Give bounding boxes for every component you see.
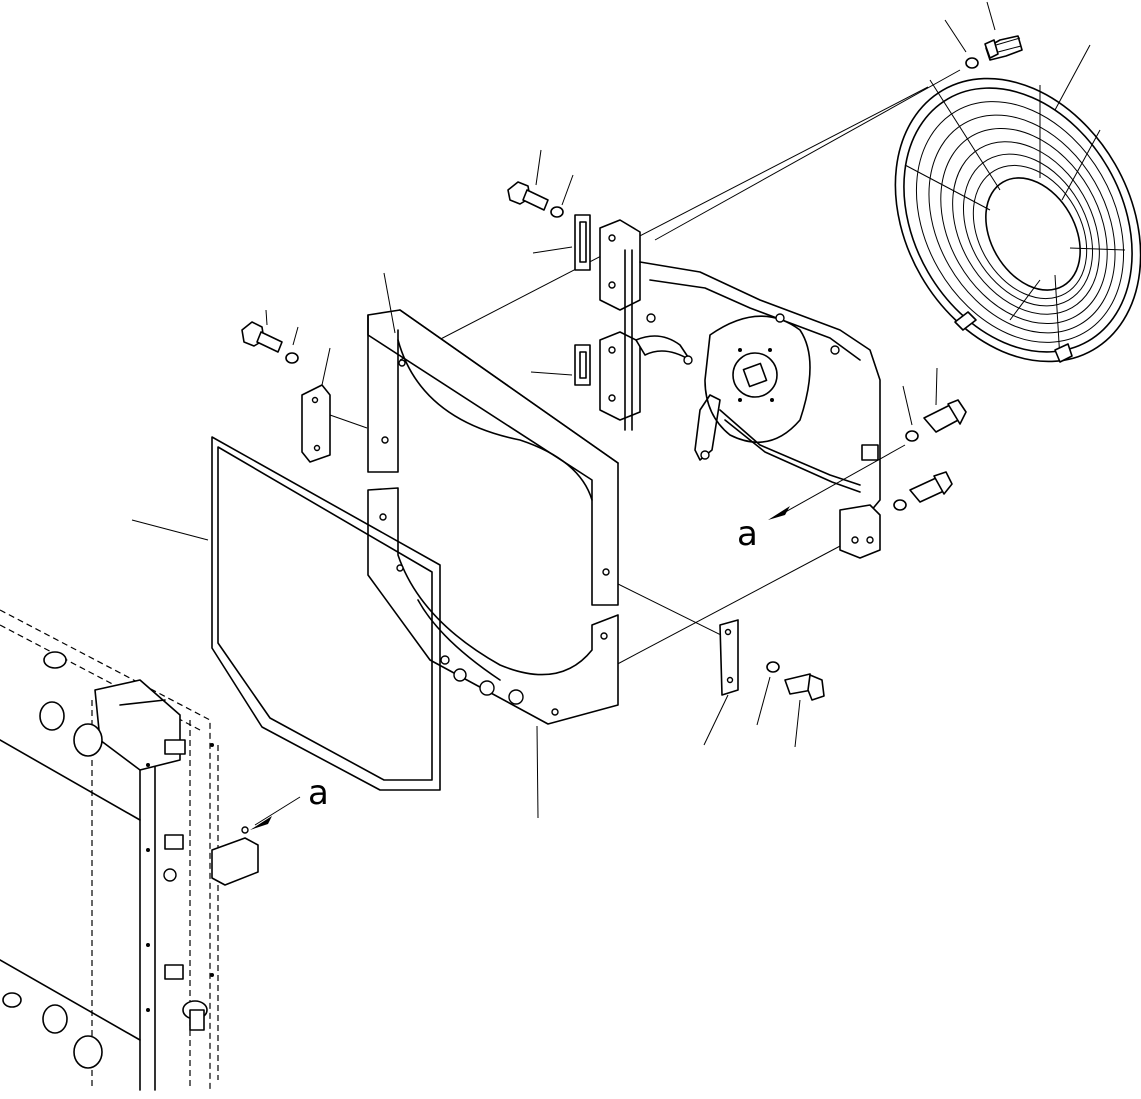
arrow-head-a-lower (250, 816, 272, 830)
arrow-line-a-lower (254, 796, 301, 826)
washer-lower-right (766, 661, 780, 673)
bolt-left (241, 321, 283, 353)
leader-shroud-bottom (536, 725, 539, 819)
leader-bolt-right-upper (935, 367, 938, 406)
leader-fan-guard (1054, 44, 1091, 111)
ref-label-a-lower: a (308, 773, 329, 813)
bolt-right-lower (909, 471, 953, 503)
alignment-line-3 (609, 579, 726, 638)
ref-label-a-upper: a (737, 514, 758, 554)
fan-shroud (367, 309, 619, 725)
leader-shroud (383, 272, 396, 334)
spacer-plate-lower (574, 344, 591, 386)
bolt-right-upper (923, 399, 967, 433)
leader-bracket-lower-right (703, 694, 729, 746)
bolt-bracket-top (507, 181, 549, 211)
radiator (0, 609, 259, 1091)
alignment-line-1 (654, 69, 961, 241)
bracket-lower-right (719, 619, 739, 696)
leader-small-bracket (329, 414, 368, 429)
leader-seal (131, 519, 209, 541)
arrow-head-a-upper (768, 506, 790, 520)
washer-bracket-top (550, 206, 564, 218)
arrow-line-a-upper (779, 444, 906, 516)
leader-bolt-bracket-top (535, 149, 542, 186)
leader-washer-bracket-top (561, 174, 574, 206)
alignment-line-2 (399, 86, 929, 361)
bolt-lower-right (784, 673, 825, 701)
leader-washer-right-upper (902, 385, 913, 426)
seal-gasket (211, 436, 441, 791)
leader-washer-lower-right (756, 676, 771, 726)
leader-washer-left (292, 326, 299, 346)
leader-small-bracket-top (321, 347, 331, 386)
leader-spacer-lower (530, 371, 573, 376)
fan-motor-bracket (599, 219, 881, 559)
leader-bolt-top-right (986, 1, 996, 31)
fan-guard (894, 77, 1141, 363)
washer-left (285, 352, 299, 364)
washer-top-right (965, 57, 979, 69)
spacer-plate-upper (574, 214, 591, 271)
washer-right-lower (893, 499, 907, 511)
leader-bolt-lower-right (794, 699, 801, 748)
leader-washer-top-right (944, 19, 967, 53)
washer-right-upper (905, 430, 919, 442)
leader-bolt-left (265, 309, 268, 326)
alignment-line-4 (609, 544, 843, 669)
bolt-top-right (984, 35, 1023, 61)
leader-spacer-upper (532, 246, 573, 254)
